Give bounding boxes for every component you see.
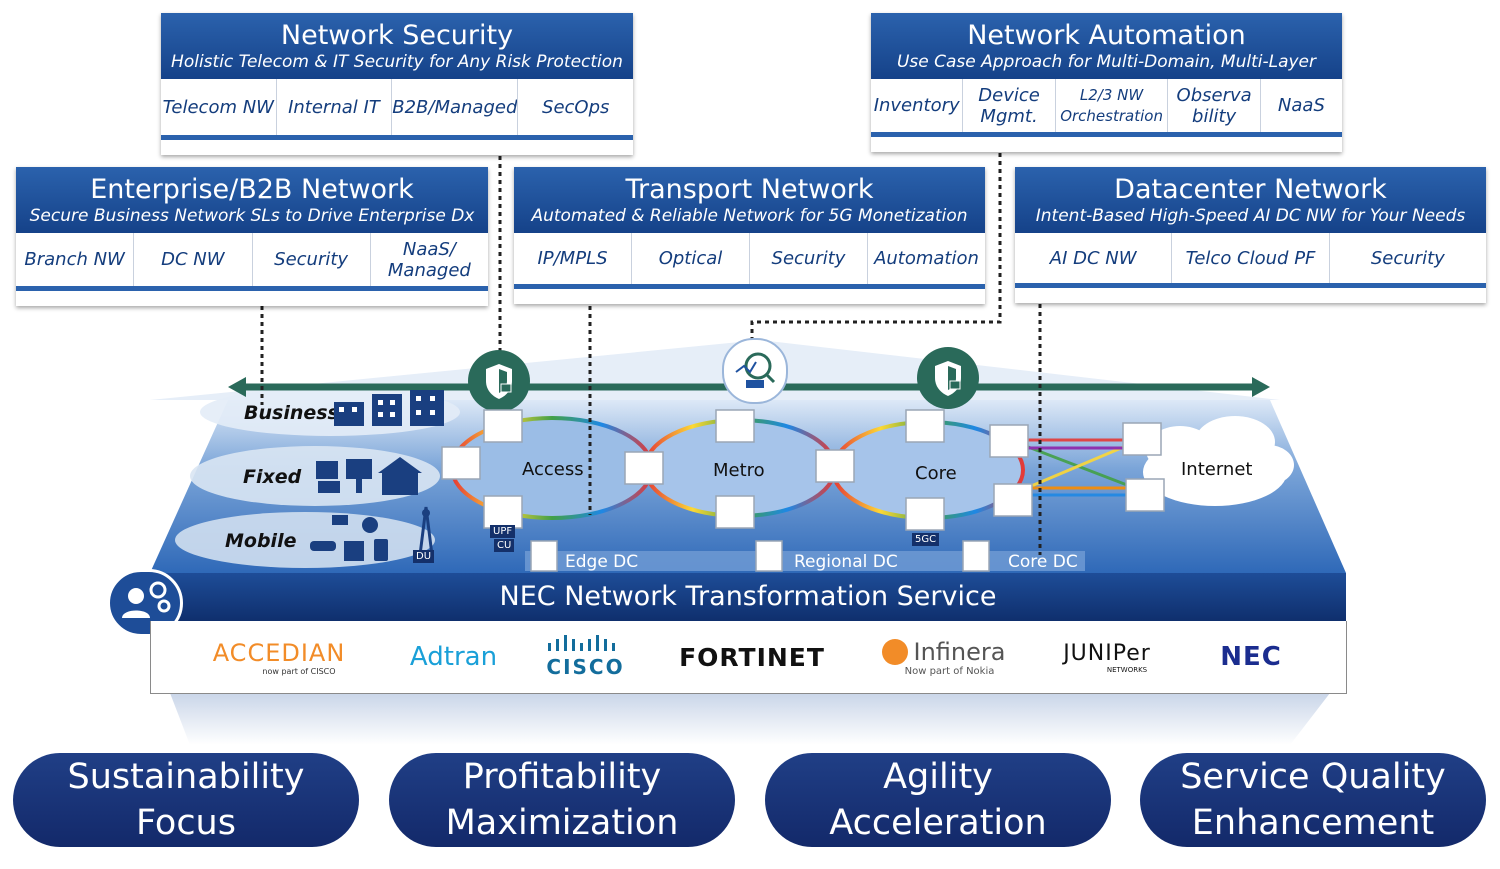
card-item[interactable]: NaaS/ Managed <box>369 233 488 286</box>
card-subtitle: Use Case Approach for Multi-Domain, Mult… <box>896 52 1317 72</box>
card-item[interactable]: AI DC NW <box>1049 247 1137 269</box>
card-subtitle: Intent-Based High-Speed AI DC NW for You… <box>1035 206 1466 226</box>
card-item[interactable]: L2/3 NW Orchestration <box>1054 79 1168 132</box>
zone-business-label: Business <box>244 402 339 424</box>
card-item[interactable]: Automation <box>867 233 985 284</box>
regional-dc-label: Regional DC <box>794 552 898 572</box>
zone-mobile-label: Mobile <box>225 530 297 552</box>
adtran-logo: Adtran <box>409 642 498 672</box>
security-shield-icon <box>917 347 979 409</box>
core-dc-label: Core DC <box>1008 552 1078 572</box>
zone-fixed-label: Fixed <box>243 466 302 488</box>
service-bar: NEC Network Transformation Service <box>150 573 1346 621</box>
card-item[interactable]: B2B/Managed <box>391 79 517 135</box>
card-item[interactable]: Observa bility <box>1167 79 1259 132</box>
card-title: Network Automation <box>967 20 1246 51</box>
fixed-devices-icon <box>316 457 422 495</box>
office-buildings-icon <box>334 390 444 426</box>
card-item[interactable]: Inventory <box>873 95 960 116</box>
vendor-logo-row: ACCEDIAN now part of CISCO Adtran CISCO … <box>150 621 1347 694</box>
cisco-logo: CISCO <box>543 621 628 693</box>
card-item[interactable]: Branch NW <box>24 249 125 270</box>
cisco-bars-icon <box>547 635 615 651</box>
mobile-devices-icon <box>310 506 434 561</box>
infinera-mark-icon <box>881 638 908 665</box>
accedian-logo: ACCEDIAN now part of CISCO <box>212 638 346 676</box>
card-network-security[interactable]: Network Security Holistic Telecom & IT S… <box>161 13 633 155</box>
segment-access-label: Access <box>522 459 584 480</box>
card-title: Datacenter Network <box>1114 174 1387 205</box>
card-item[interactable]: Security <box>251 233 370 286</box>
card-item[interactable]: Security <box>1328 233 1486 283</box>
security-shield-icon <box>468 350 530 412</box>
card-title: Enterprise/B2B Network <box>90 174 414 205</box>
edge-dc-label: Edge DC <box>565 552 639 572</box>
card-item[interactable]: DC NW <box>133 233 251 286</box>
card-subtitle: Secure Business Network SLs to Drive Ent… <box>29 206 475 226</box>
card-network-automation[interactable]: Network Automation Use Case Approach for… <box>871 13 1342 152</box>
card-item[interactable]: SecOps <box>517 79 633 135</box>
card-datacenter-network[interactable]: Datacenter Network Intent-Based High-Spe… <box>1015 167 1486 303</box>
upf-tag: UPF <box>490 525 516 538</box>
infinera-logo: Infinera Now part of Nokia <box>876 621 1011 693</box>
card-title: Transport Network <box>625 174 874 205</box>
card-enterprise-b2b[interactable]: Enterprise/B2B Network Secure Business N… <box>16 167 488 306</box>
cu-tag: CU <box>494 539 515 552</box>
card-item[interactable]: Security <box>749 233 867 284</box>
card-item[interactable]: NaaS <box>1259 79 1342 132</box>
card-title: Network Security <box>280 20 514 51</box>
card-transport-network[interactable]: Transport Network Automated & Reliable N… <box>514 167 985 304</box>
card-item[interactable]: Device Mgmt. <box>962 79 1054 132</box>
juniper-logo: JUNIPer NETWORKS <box>1063 640 1151 674</box>
card-subtitle: Holistic Telecom & IT Security for Any R… <box>171 52 623 72</box>
segment-core-label: Core <box>915 463 957 484</box>
card-item[interactable]: Optical <box>631 233 749 284</box>
nec-logo: NEC <box>1220 642 1282 672</box>
automation-icon <box>722 338 788 404</box>
card-item[interactable]: Telco Cloud PF <box>1171 233 1328 283</box>
card-item[interactable]: Telecom NW <box>162 96 274 118</box>
fortinet-logo: FORTINET <box>679 642 825 672</box>
du-tag: DU <box>413 550 435 563</box>
segment-metro-label: Metro <box>713 460 765 481</box>
5gc-tag: 5GC <box>912 533 940 546</box>
card-subtitle: Automated & Reliable Network for 5G Mone… <box>531 206 968 226</box>
card-item[interactable]: IP/MPLS <box>537 248 608 269</box>
segment-internet-label: Internet <box>1181 459 1253 480</box>
card-item[interactable]: Internal IT <box>275 79 392 135</box>
